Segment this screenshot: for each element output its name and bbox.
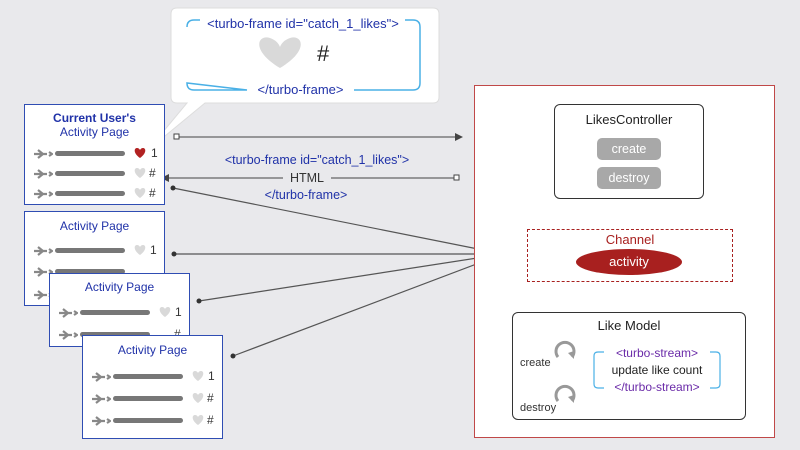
- channel-box: [527, 229, 733, 282]
- broadcast-line-3: [198, 253, 504, 302]
- like-count: #: [174, 327, 181, 341]
- channel-activity-pill: activity: [576, 249, 682, 275]
- model-destroy-label: destroy: [520, 402, 557, 414]
- likes-controller-title: LikesController: [585, 112, 673, 127]
- heart-icon[interactable]: [191, 370, 205, 382]
- heart-icon[interactable]: [158, 306, 172, 318]
- activity-row: #: [91, 391, 216, 405]
- plane-icon: [59, 308, 79, 318]
- create-action: create: [597, 138, 661, 160]
- page-title: Activity Page: [117, 343, 188, 357]
- like-count: 1: [208, 369, 215, 383]
- like-count: #: [207, 391, 214, 405]
- model-create-label: create: [520, 357, 551, 369]
- like-count: #: [207, 413, 214, 427]
- like-model-title: Like Model: [597, 318, 661, 333]
- plane-icon: [92, 394, 112, 404]
- plane-icon: [34, 149, 54, 159]
- stream-close-tag: </turbo-stream>: [614, 380, 700, 394]
- plane-icon: [34, 189, 54, 199]
- channel-title: Channel: [605, 232, 655, 247]
- callout-open-tag: <turbo-frame id="catch_1_likes">: [207, 16, 399, 31]
- plane-icon: [59, 330, 79, 340]
- callout-heart-icon: [259, 37, 301, 68]
- page-title: Activity Page: [59, 219, 130, 233]
- activity-page-3: Activity Page 1 #: [49, 273, 190, 347]
- activity-row: 1: [33, 243, 158, 257]
- like-count: 1: [175, 305, 182, 319]
- broadcast-line-1: [172, 187, 504, 255]
- activity-page-4: Activity Page 1 # #: [82, 335, 223, 439]
- page-title-line2: Activity Page: [59, 125, 130, 139]
- heart-icon[interactable]: [191, 414, 205, 426]
- turbo-stream-brackets: [593, 351, 721, 389]
- callout-close-tag: </turbo-frame>: [257, 82, 344, 97]
- heart-liked-icon[interactable]: [133, 147, 147, 159]
- create-cycle-icon: [554, 340, 576, 359]
- like-count: 1: [150, 243, 157, 257]
- activity-row: 1: [33, 146, 158, 160]
- response-html-label: HTML: [289, 171, 325, 185]
- stream-open-tag: <turbo-stream>: [615, 346, 699, 360]
- plane-icon: [92, 372, 112, 382]
- activity-row: #: [91, 413, 216, 427]
- activity-row: #: [33, 166, 158, 180]
- heart-icon[interactable]: [133, 167, 147, 179]
- broadcast-line-4: [232, 253, 504, 357]
- plane-icon: [34, 169, 54, 179]
- page-title: Activity Page: [84, 280, 155, 294]
- like-count: 1: [151, 146, 158, 160]
- like-count: #: [149, 166, 156, 180]
- activity-row: #: [33, 186, 158, 200]
- like-model-box: [512, 312, 746, 420]
- current-user-activity-page: Current User's Activity Page 1 # #: [24, 104, 165, 205]
- response-open-tag: <turbo-frame id="catch_1_likes">: [224, 153, 410, 167]
- heart-icon[interactable]: [133, 244, 147, 256]
- activity-row: 1: [58, 305, 183, 319]
- stream-body: update like count: [611, 363, 703, 377]
- response-close-tag: </turbo-frame>: [264, 188, 348, 202]
- heart-icon[interactable]: [133, 187, 147, 199]
- plane-icon: [34, 246, 54, 256]
- callout-hash: #: [317, 41, 330, 66]
- activity-row: #: [58, 327, 183, 341]
- like-count: #: [149, 186, 156, 200]
- page-title-line1: Current User's: [53, 111, 136, 125]
- activity-row: 1: [91, 369, 216, 383]
- destroy-action: destroy: [597, 167, 661, 189]
- plane-icon: [92, 416, 112, 426]
- heart-icon[interactable]: [191, 392, 205, 404]
- destroy-cycle-icon: [554, 384, 576, 403]
